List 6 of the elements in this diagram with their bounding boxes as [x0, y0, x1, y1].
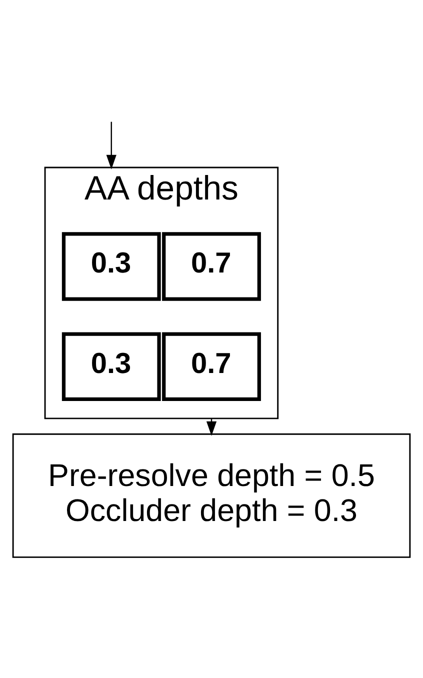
node-box: 0.7	[162, 232, 261, 301]
node-box: 0.3	[62, 332, 161, 401]
node-box: 0.3	[62, 232, 161, 301]
arrow	[106, 122, 116, 170]
node-box: 0.7	[162, 332, 261, 401]
node-box: Pre-resolve depth = 0.5 Occluder depth = 0.3	[12, 433, 411, 558]
